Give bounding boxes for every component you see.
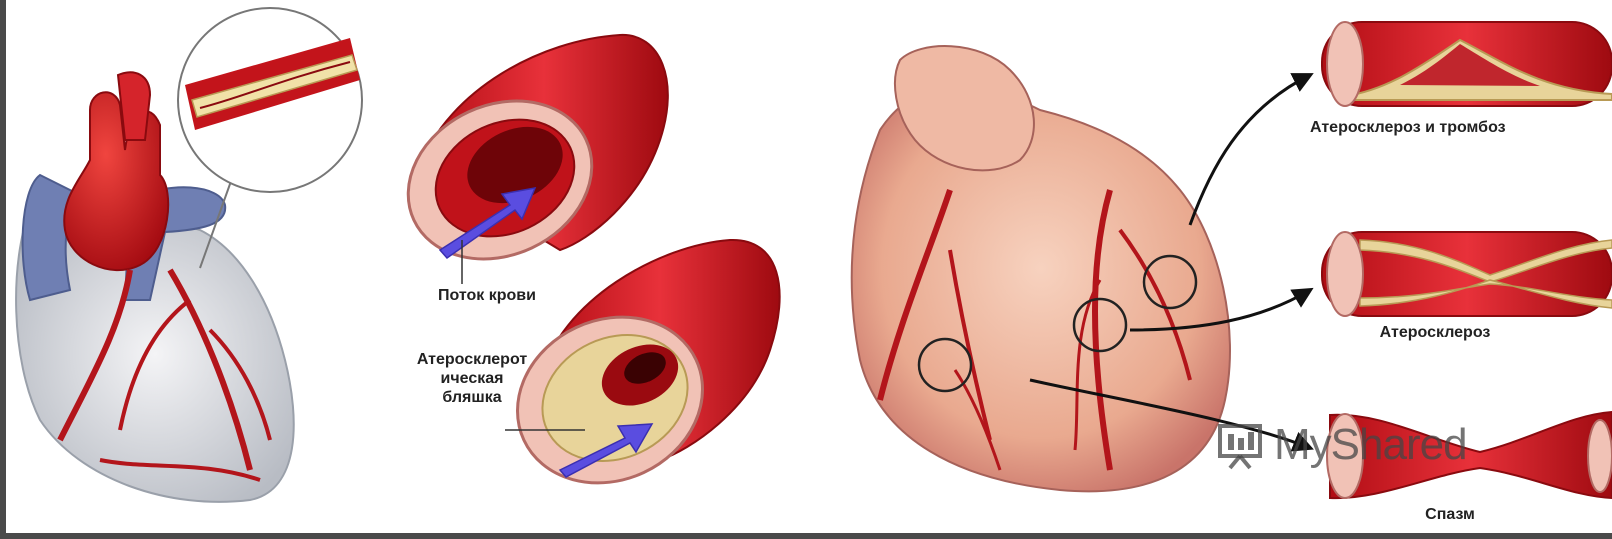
label-atherosclerosis: Атеросклероз [1340, 323, 1530, 342]
watermark: MyShared [1216, 420, 1467, 470]
frame-bottom-border [0, 533, 1612, 539]
label-plaque: Атеросклерот ическая бляшка [382, 350, 562, 407]
label-spasm: Спазм [1390, 505, 1510, 524]
label-athero-thrombosis: Атеросклероз и тромбоз [1310, 118, 1612, 137]
section-athero-thrombosis [1322, 22, 1612, 106]
label-plaque-line2: ическая [382, 369, 562, 388]
watermark-text: MyShared [1274, 420, 1467, 470]
presentation-icon [1216, 420, 1268, 470]
label-blood-flow: Поток крови [392, 286, 582, 305]
heart-left [16, 8, 362, 502]
frame-left-border [0, 0, 6, 539]
label-plaque-line1: Атеросклерот [382, 350, 562, 369]
label-plaque-line3: бляшка [382, 388, 562, 407]
section-atherosclerosis [1322, 232, 1612, 316]
vessel-healthy [382, 35, 668, 288]
